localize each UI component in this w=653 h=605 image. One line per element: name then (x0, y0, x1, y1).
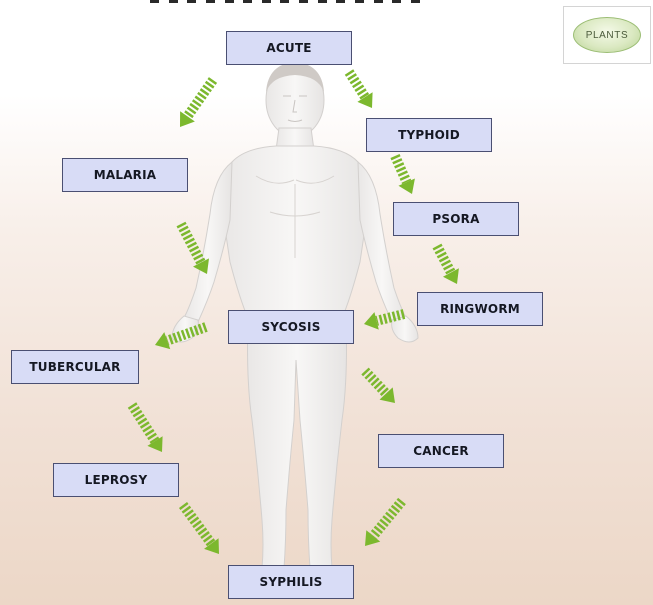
arrow-malaria-to-sycosis (181, 224, 209, 274)
arrow-shaft (373, 501, 402, 536)
arrow-acute-to-typhoid (349, 72, 373, 108)
plants-button-frame: PLANTS (563, 6, 651, 64)
arrow-head (364, 312, 379, 329)
node-typhoid: TYPHOID (366, 118, 492, 152)
arrow-shaft (365, 371, 386, 394)
node-tubercular: TUBERCULAR (11, 350, 139, 384)
node-malaria: MALARIA (62, 158, 188, 192)
arrow-shaft (349, 72, 365, 97)
plants-button[interactable]: PLANTS (573, 17, 641, 53)
arrow-shaft (132, 405, 155, 441)
arrow-shaft (395, 156, 407, 182)
arrow-typhoid-to-psora (395, 156, 415, 194)
node-psora: PSORA (393, 202, 519, 236)
arrow-shaft (437, 246, 451, 272)
arrow-shaft (183, 505, 211, 544)
arrow-head (155, 332, 170, 349)
arrow-cancer-to-syphilis (365, 501, 402, 546)
arrow-ringworm-to-sycosis (364, 312, 404, 329)
arrow-psora-to-ringworm (437, 246, 459, 284)
arrow-shaft (377, 314, 404, 321)
node-ringworm: RINGWORM (417, 292, 543, 326)
node-acute: ACUTE (226, 31, 352, 65)
node-syphilis: SYPHILIS (228, 565, 354, 599)
arrow-acute-to-malaria (180, 80, 213, 127)
node-leprosy: LEPROSY (53, 463, 179, 497)
arrow-tubercular-to-leprosy (132, 405, 163, 452)
arrow-shaft (187, 80, 213, 116)
node-sycosis: SYCOSIS (228, 310, 354, 344)
arrow-leprosy-to-syphilis (183, 505, 219, 554)
arrow-sycosis-to-tubercular (155, 327, 206, 349)
arrow-head (365, 530, 380, 546)
arrow-shaft (181, 224, 201, 262)
arrow-sycosis-to-cancer (365, 371, 395, 403)
node-cancer: CANCER (378, 434, 504, 468)
arrow-shaft (167, 327, 206, 341)
